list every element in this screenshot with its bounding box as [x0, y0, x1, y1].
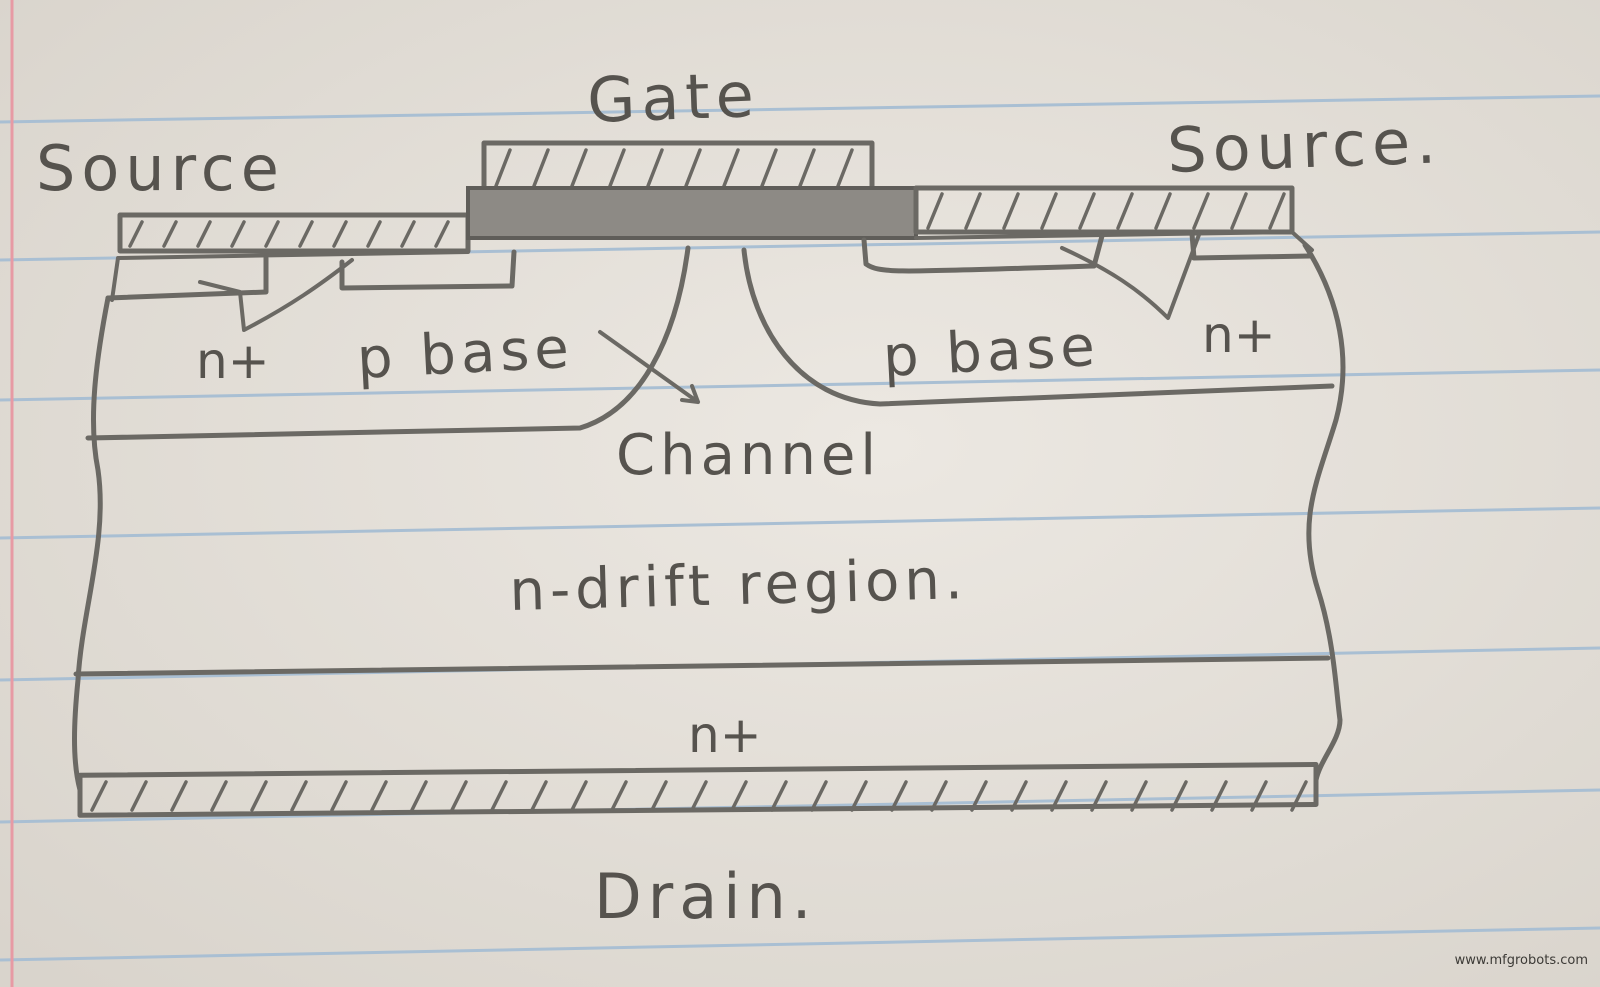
hatch-stroke: [196, 220, 212, 248]
hatch-stroke: [890, 780, 908, 812]
hatch-stroke: [330, 780, 348, 812]
hatch-stroke: [450, 780, 468, 812]
hatch-stroke: [1154, 192, 1172, 230]
hatch-stroke: [230, 220, 246, 248]
label-p-base-left: p base: [355, 316, 575, 392]
hatch-stroke: [610, 780, 628, 812]
hatch-stroke: [1050, 780, 1068, 812]
drift-substrate-boundary: [73, 655, 1331, 677]
gate-electrode-hatch: [494, 148, 854, 188]
hatch-stroke: [850, 780, 868, 812]
hatch-stroke: [298, 220, 314, 248]
n-plus-region-left: [105, 249, 517, 301]
hatch-stroke: [1210, 780, 1228, 812]
source-contact-right: [913, 185, 1295, 235]
label-source-left: Source: [36, 132, 285, 205]
hatch-stroke: [690, 780, 708, 812]
hatch-stroke: [570, 148, 588, 188]
hatch-stroke: [926, 192, 944, 230]
hatch-stroke: [530, 780, 548, 812]
p-base-right-boundary: [741, 247, 1335, 407]
n-plus-region-right: [861, 231, 1313, 274]
hatch-stroke: [532, 148, 550, 188]
hatch-stroke: [798, 148, 816, 188]
hatch-stroke: [210, 780, 228, 812]
p-base-left-boundary: [85, 245, 691, 441]
hatch-stroke: [970, 780, 988, 812]
source-contact-left-hatch: [128, 220, 450, 248]
hatch-stroke: [1116, 192, 1134, 230]
n-plus-left-pointer: [198, 258, 354, 332]
n-plus-right-pointer: [1060, 230, 1202, 320]
hatch-stroke: [1268, 192, 1286, 230]
hatch-stroke: [494, 148, 512, 188]
top-surface-left: [110, 250, 470, 302]
hatch-stroke: [646, 148, 664, 188]
hatch-stroke: [770, 780, 788, 812]
label-drain: Drain.: [594, 860, 817, 933]
label-n-plus-left: n+: [196, 332, 270, 390]
hatch-stroke: [290, 780, 308, 812]
hatch-stroke: [1002, 192, 1020, 230]
hatch-stroke: [684, 148, 702, 188]
hatch-stroke: [1230, 192, 1248, 230]
hatch-stroke: [1130, 780, 1148, 812]
hatch-stroke: [90, 780, 108, 812]
hatch-stroke: [964, 192, 982, 230]
watermark: www.mfgrobots.com: [1455, 953, 1588, 968]
hatch-stroke: [128, 220, 144, 248]
hatch-stroke: [836, 148, 854, 188]
hatch-stroke: [332, 220, 348, 248]
hatch-stroke: [1250, 780, 1268, 812]
hatch-stroke: [366, 220, 382, 248]
hatch-stroke: [400, 220, 416, 248]
hatch-stroke: [130, 780, 148, 812]
hatch-stroke: [650, 780, 668, 812]
source-contact-right-hatch: [926, 192, 1286, 230]
top-surface-right: [914, 230, 1314, 252]
label-p-base-right: p base: [881, 314, 1101, 390]
hatch-stroke: [1290, 780, 1308, 812]
label-n-drift-region: n-drift region.: [509, 547, 969, 624]
hatch-stroke: [810, 780, 828, 812]
hatch-stroke: [570, 780, 588, 812]
drain-contact: [77, 762, 1319, 818]
hatch-stroke: [608, 148, 626, 188]
hatch-stroke: [1090, 780, 1108, 812]
channel-arrow: [598, 330, 700, 404]
gate-oxide: [466, 186, 918, 240]
hatch-stroke: [264, 220, 280, 248]
label-channel: Channel: [616, 423, 881, 488]
hatch-stroke: [370, 780, 388, 812]
hatch-stroke: [410, 780, 428, 812]
hatch-stroke: [490, 780, 508, 812]
hatch-stroke: [1170, 780, 1188, 812]
label-gate: Gate: [586, 58, 761, 137]
hatch-stroke: [1078, 192, 1096, 230]
label-n-plus-substrate: n+: [688, 706, 762, 764]
hatch-stroke: [250, 780, 268, 812]
hatch-stroke: [730, 780, 748, 812]
hatch-stroke: [162, 220, 178, 248]
hatch-stroke: [760, 148, 778, 188]
hatch-stroke: [930, 780, 948, 812]
hatch-stroke: [170, 780, 188, 812]
hatch-stroke: [434, 220, 450, 248]
drain-contact-hatch: [90, 780, 1308, 812]
hatch-stroke: [1010, 780, 1028, 812]
hatch-stroke: [1040, 192, 1058, 230]
device-outline: [72, 242, 1346, 793]
hatch-stroke: [1192, 192, 1210, 230]
label-n-plus-right: n+: [1202, 306, 1276, 364]
label-source-right: Source.: [1166, 104, 1443, 187]
hatch-stroke: [722, 148, 740, 188]
